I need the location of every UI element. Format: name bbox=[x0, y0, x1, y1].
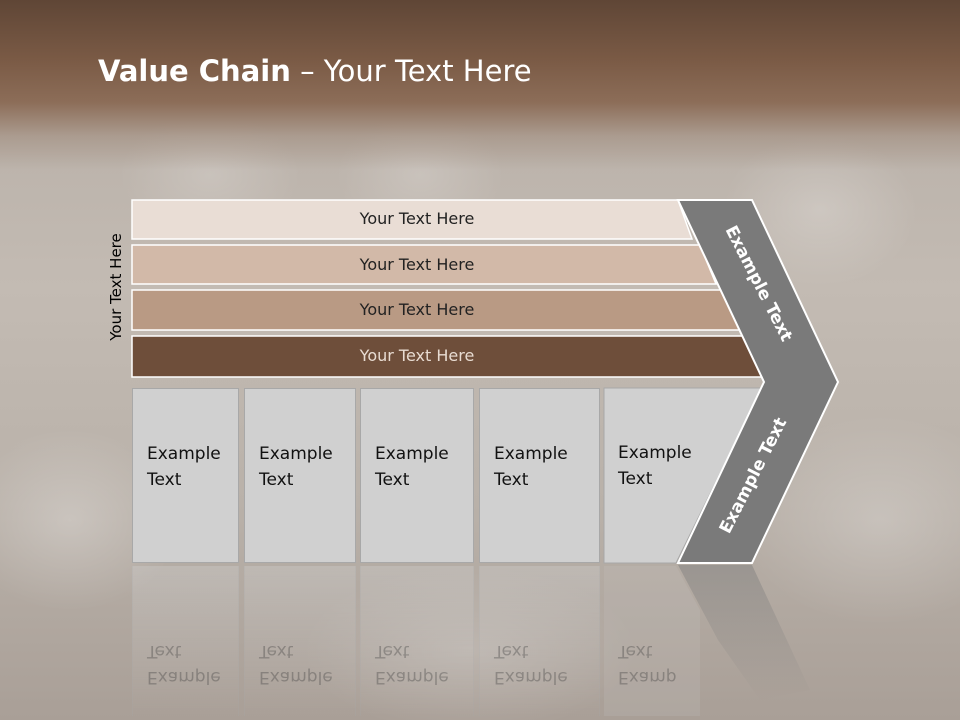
last-column-box bbox=[603, 387, 763, 564]
title-bold: Value Chain bbox=[98, 54, 291, 88]
column-line2-1: Text bbox=[259, 470, 294, 490]
chevron-arrow bbox=[676, 199, 840, 564]
column-line1-0: Example bbox=[147, 444, 221, 464]
column-line2-4: Text bbox=[618, 469, 653, 489]
bar-label-1: Your Text Here bbox=[359, 255, 475, 274]
bar-label-2: Your Text Here bbox=[359, 300, 475, 319]
last-column-reflection bbox=[604, 566, 700, 716]
slide-title: Value Chain – Your Text Here bbox=[98, 54, 532, 88]
bar-row-2: Your Text Here bbox=[132, 291, 702, 331]
bar-row-1: Your Text Here bbox=[132, 246, 702, 286]
column-line1-2: Example bbox=[375, 444, 449, 464]
bar-label-0: Your Text Here bbox=[359, 209, 475, 228]
column-line1-1: Example bbox=[259, 444, 333, 464]
header-band bbox=[0, 0, 960, 170]
bar-shape-1 bbox=[131, 244, 718, 285]
bar-label-3: Your Text Here bbox=[359, 346, 475, 365]
column-line2-2: Text bbox=[375, 470, 410, 490]
column-line2-0: Text bbox=[147, 470, 182, 490]
chevron-reflection bbox=[678, 565, 810, 700]
column-line2-3: Text bbox=[494, 470, 529, 490]
column-line1-4: Example bbox=[618, 443, 692, 463]
bar-row-0: Your Text Here bbox=[132, 200, 702, 240]
bar-shape-0 bbox=[131, 199, 694, 240]
title-rest: – Your Text Here bbox=[290, 54, 532, 88]
column-line1-3: Example bbox=[494, 444, 568, 464]
bar-row-3: Your Text Here bbox=[132, 337, 702, 377]
